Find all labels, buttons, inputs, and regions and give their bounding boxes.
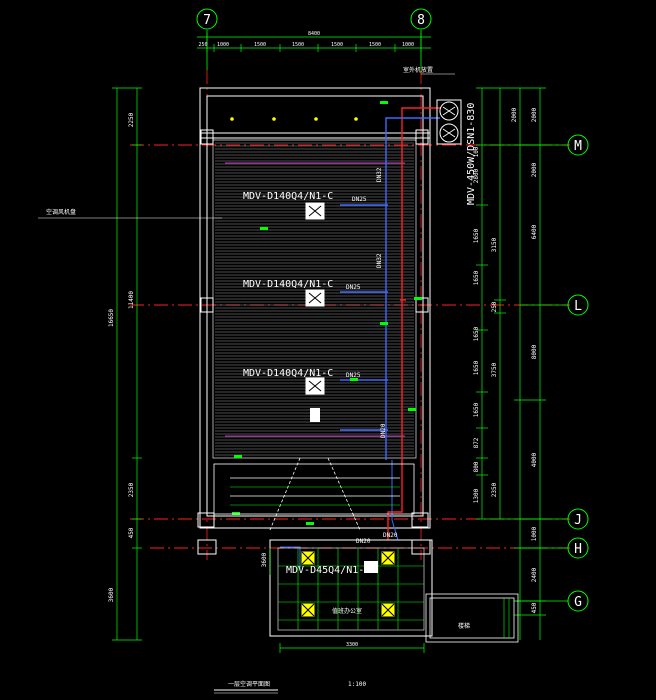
lobby-area — [213, 457, 415, 531]
axis-label-M: M — [574, 139, 582, 154]
left-dimensions — [112, 87, 142, 641]
right-mid-4: 2350 — [491, 482, 498, 497]
right-outer-2: 6400 — [531, 224, 538, 239]
top-dim-seg-3: 1500 — [254, 42, 266, 48]
pipe-label-3: DN25 — [352, 196, 367, 203]
right-inner-5: 1650 — [473, 326, 480, 341]
left-callout: 空调风机盘 — [46, 208, 76, 216]
top-dim-seg-5: 1500 — [331, 42, 343, 48]
indoor-unit-3 — [305, 377, 325, 395]
right-inner-3: 1650 — [473, 228, 480, 243]
blue-pipe-lower — [280, 460, 399, 570]
indoor-label-4: MDV-D45Q4/N1-C — [286, 565, 370, 576]
drawing-title: 一层空调平面图 — [228, 680, 270, 688]
right-mid-2: 250 — [491, 301, 498, 312]
pipe-label-6: DN20 — [380, 423, 387, 438]
top-dimensions — [197, 33, 431, 52]
pipe-label-5: DN25 — [346, 372, 361, 379]
indoor-label-2: MDV-D140Q4/N1-C — [243, 279, 333, 290]
right-outer-6: 2400 — [531, 567, 538, 582]
top-dim-seg-7: 1000 — [402, 42, 414, 48]
right-outer-5: 1000 — [531, 526, 538, 541]
indoor-label-1: MDV-D140Q4/N1-C — [243, 191, 333, 202]
right-inner-4: 1650 — [473, 270, 480, 285]
room-stair-label: 楼梯 — [458, 622, 470, 630]
left-dim-seg-4: 3600 — [108, 587, 115, 602]
left-dim-inner: 11400 — [128, 291, 135, 309]
top-dim-seg-1: 250 — [198, 42, 207, 48]
indoor-label-3: MDV-D140Q4/N1-C — [243, 368, 333, 379]
right-mid-3: 3750 — [491, 362, 498, 377]
office-side-dim: 3600 — [261, 552, 268, 567]
right-inner-10: 1300 — [473, 488, 480, 503]
axis-label-J: J — [574, 513, 582, 528]
right-inner-6: 1650 — [473, 360, 480, 375]
lobby-grid-green — [230, 486, 400, 506]
pipe-label-1: DN32 — [376, 167, 383, 182]
top-dim-seg-4: 1500 — [292, 42, 304, 48]
bottom-dim: 3300 — [346, 642, 358, 648]
axis-label-7: 7 — [203, 13, 211, 28]
left-dim-seg-3: 450 — [128, 527, 135, 538]
ceiling-lights — [230, 117, 358, 121]
right-dimensions — [476, 87, 546, 640]
left-dim-seg-1: 2250 — [128, 112, 135, 127]
pipe-label-2: DN32 — [376, 253, 383, 268]
right-inner-1: 100 — [473, 146, 480, 157]
right-outer-4: 4000 — [531, 452, 538, 467]
right-inner-2: 2800 — [473, 168, 480, 183]
office-room — [269, 539, 433, 637]
right-inner-9: 800 — [473, 461, 480, 472]
green-fixtures — [232, 101, 422, 525]
right-inner-7: 1650 — [473, 402, 480, 417]
right-mid-1: 3150 — [491, 237, 498, 252]
indoor-unit-small — [310, 408, 320, 422]
red-pipe — [387, 107, 440, 540]
magenta-ducts — [225, 162, 405, 437]
indoor-unit-2 — [305, 289, 325, 307]
blue-pipe — [340, 117, 440, 460]
right-outer-1b: 2000 — [531, 107, 538, 122]
outdoor-unit — [436, 99, 462, 145]
right-outer-3: 8000 — [531, 344, 538, 359]
right-outer-1: 2000 — [511, 107, 518, 122]
axis-label-H: H — [574, 542, 582, 557]
top-dim-seg-2: 1000 — [217, 42, 229, 48]
axis-label-G: G — [574, 595, 582, 610]
pipe-label-4: DN25 — [346, 284, 361, 291]
top-dim-seg-6: 1500 — [369, 42, 381, 48]
pipe-label-8: DN20 — [356, 538, 371, 545]
pipe-label-7: DN20 — [383, 532, 398, 539]
outdoor-unit-label: MDV-450W/DSN1-830 — [466, 103, 477, 205]
axis-label-8: 8 — [417, 13, 425, 28]
left-dim-outer: 16650 — [108, 309, 115, 327]
left-dim-seg-2: 2350 — [128, 482, 135, 497]
top-dim-overall: 8400 — [308, 31, 320, 37]
stair-room — [425, 593, 519, 643]
drawing-scale: 1:100 — [348, 681, 366, 688]
room-office-label: 值班办公室 — [332, 607, 362, 615]
right-outer-1c: 2000 — [531, 162, 538, 177]
indoor-unit-1 — [305, 202, 325, 220]
outdoor-note: 室外机放置 — [403, 66, 433, 74]
right-outer-7: 450 — [531, 602, 538, 613]
building-walls — [199, 87, 431, 529]
axis-label-L: L — [574, 299, 582, 314]
right-inner-8: 872 — [473, 437, 480, 448]
